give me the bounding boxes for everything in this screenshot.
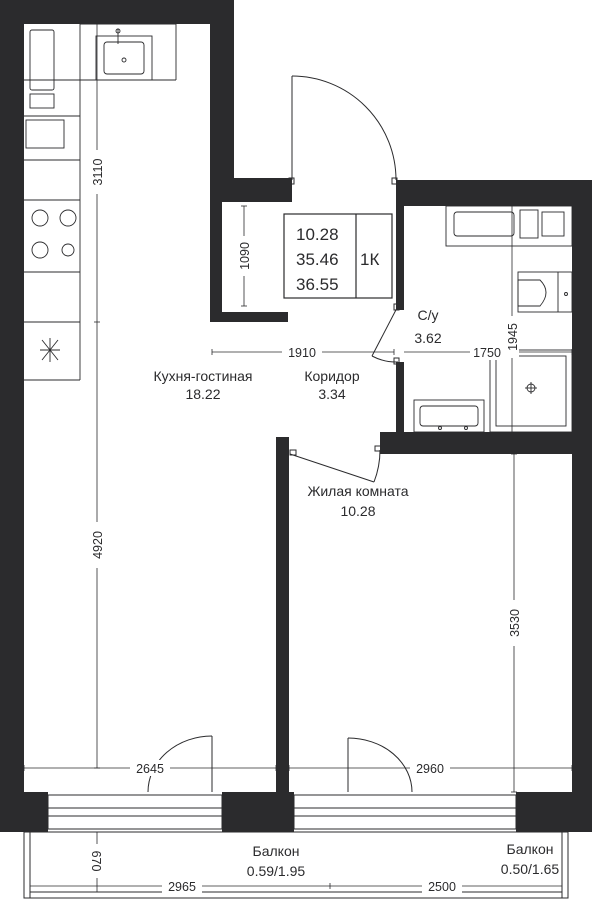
dimension-labels: 3110 4920 1090 1910 1750 1945 3530 2645 … [89, 150, 522, 894]
dim-1750: 1750 [473, 346, 501, 360]
dim-3110: 3110 [91, 159, 105, 186]
dim-1910: 1910 [288, 346, 316, 360]
wall-bath-bottom-stub [380, 432, 404, 454]
corridor-name: Коридор [304, 368, 360, 384]
legend-area-with-balcony: 36.55 [296, 275, 339, 294]
dim-2645: 2645 [136, 762, 164, 776]
windows [47, 794, 517, 830]
bathroom-fixtures [413, 205, 573, 433]
wall-kitchen-right-upper [210, 0, 234, 190]
corridor-area: 3.34 [318, 386, 345, 402]
dim-1945: 1945 [506, 323, 520, 351]
wall-partition [276, 437, 289, 792]
wall-bottom-mid [222, 792, 294, 832]
wall-bottom-right [516, 792, 592, 832]
dim-4920: 4920 [91, 531, 105, 559]
area-legend: 10.28 35.46 36.55 1К [283, 213, 393, 299]
wall-left [0, 0, 24, 792]
balcony-left-name: Балкон [253, 843, 300, 859]
wall-bath-top [396, 180, 592, 206]
wall-corridor-bottom [210, 312, 288, 322]
wall-bottom-left [0, 792, 48, 832]
kitchen-area: 18.22 [185, 386, 220, 402]
doors [147, 75, 413, 793]
bathroom-area: 3.62 [414, 330, 441, 346]
balcony-right-area: 0.50/1.65 [501, 861, 560, 877]
wall-right [572, 180, 592, 792]
balcony-right-name: Балкон [507, 841, 554, 857]
wall-bath-left-lower [396, 362, 404, 454]
wall-top-kitchen [0, 0, 234, 24]
dim-1090: 1090 [238, 242, 252, 270]
dim-2960: 2960 [416, 762, 444, 776]
bedroom-area: 10.28 [340, 503, 375, 519]
wall-entry-top [210, 178, 292, 202]
legend-living-area: 10.28 [296, 225, 339, 244]
dim-2500: 2500 [428, 880, 456, 894]
dimension-lines [23, 23, 573, 892]
wall-corridor-left [210, 178, 222, 322]
dim-2965: 2965 [168, 880, 196, 894]
legend-apartment-type: 1К [360, 250, 379, 269]
kitchen-name: Кухня-гостиная [153, 368, 252, 384]
bedroom-name: Жилая комната [307, 483, 408, 499]
wall-bath-left-upper [396, 180, 404, 310]
bathroom-name: С/у [418, 307, 439, 323]
wall-bath-bottom [380, 432, 592, 454]
dim-670: 670 [89, 851, 103, 872]
room-labels: Кухня-гостиная 18.22 Коридор 3.34 С/у 3.… [153, 307, 559, 879]
legend-total-area: 35.46 [296, 250, 339, 269]
walls [0, 0, 592, 832]
dim-3530: 3530 [508, 609, 522, 637]
kitchen-fixtures [24, 23, 177, 381]
balcony-left-area: 0.59/1.95 [247, 863, 306, 879]
